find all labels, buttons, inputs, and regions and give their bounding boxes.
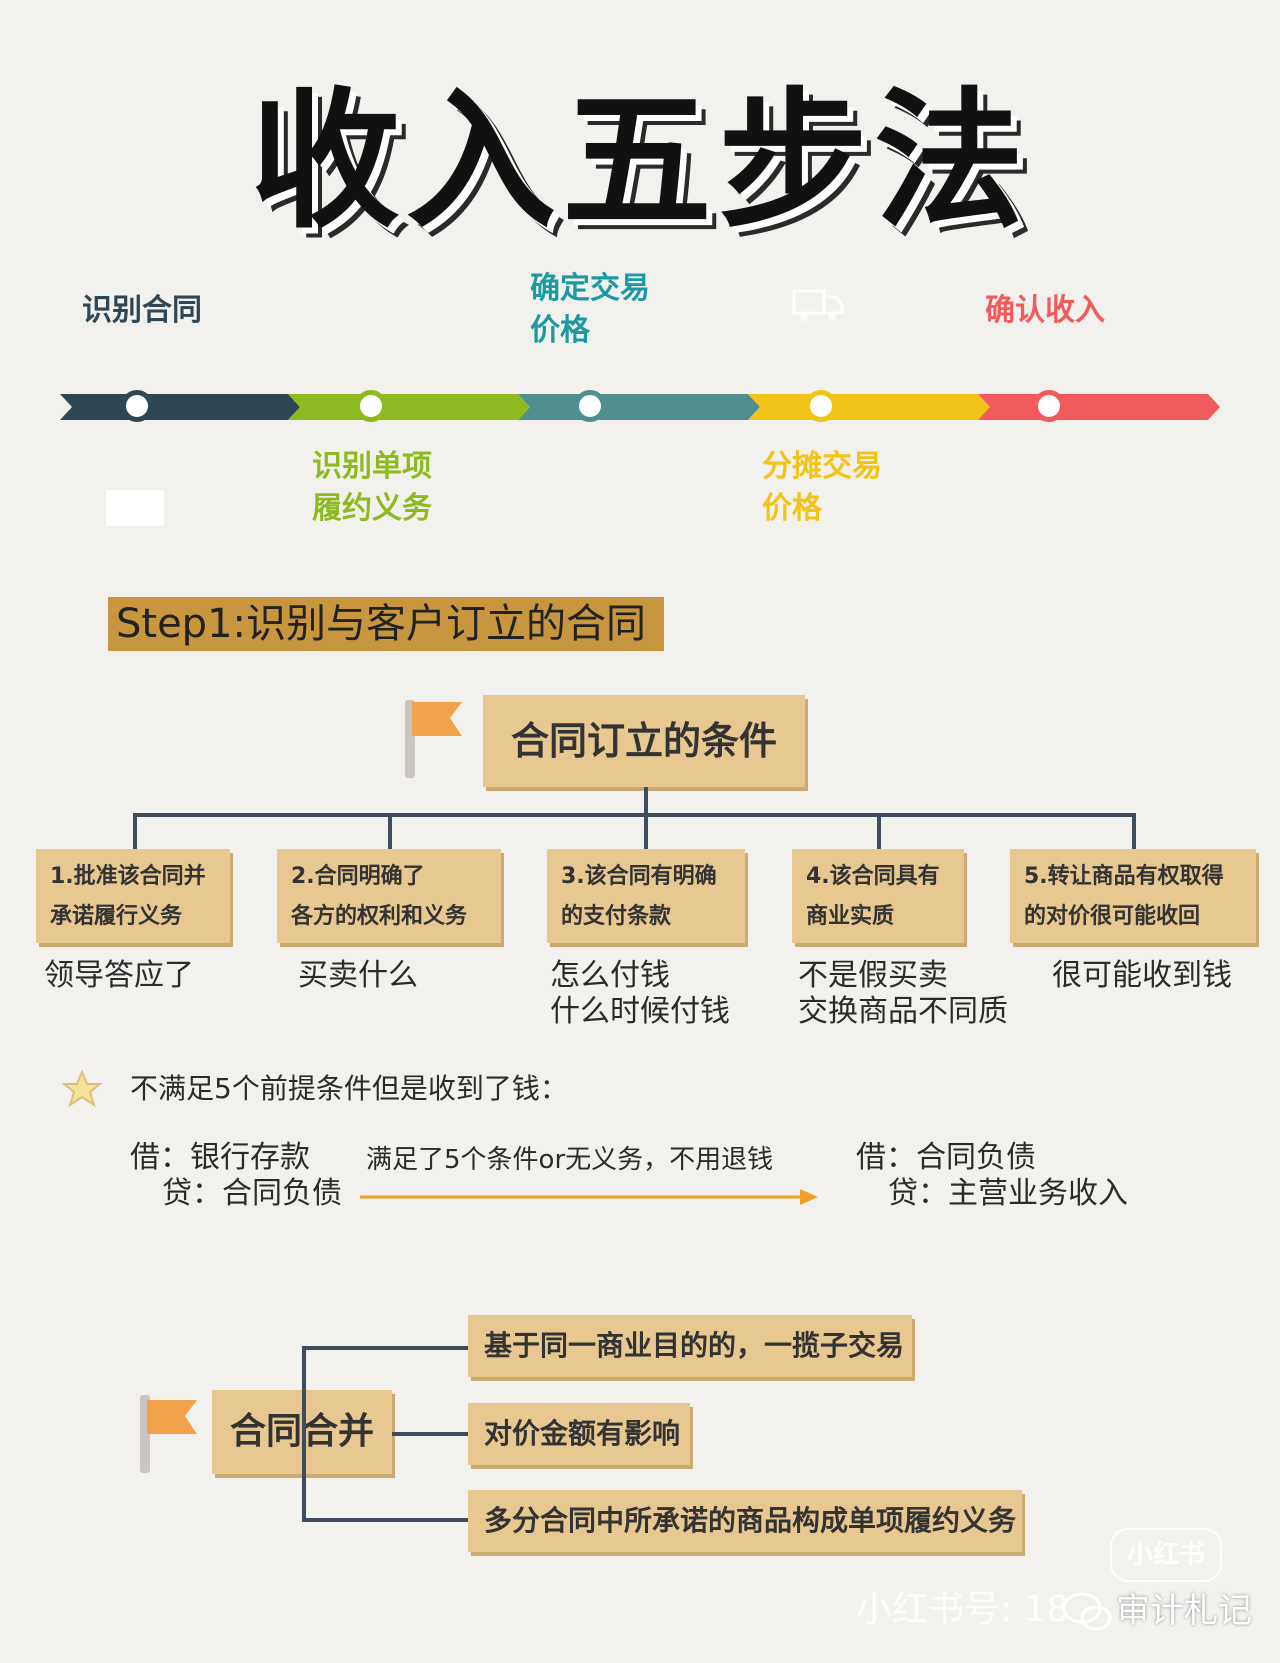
condition-note-2: 买卖什么 bbox=[298, 958, 418, 993]
condition-note-5: 很可能收到钱 bbox=[1052, 958, 1232, 993]
white-patch bbox=[106, 490, 164, 526]
condition-2-line1: 2.合同明确了 bbox=[291, 864, 425, 889]
condition-note-3: 怎么付钱 什么时候付钱 bbox=[550, 958, 730, 1029]
tree-branch-1 bbox=[133, 813, 137, 849]
timeline-node-1 bbox=[121, 390, 153, 422]
condition-3-line2: 的支付条款 bbox=[561, 904, 672, 929]
condition-box-4: 4.该合同具有 商业实质 bbox=[792, 849, 964, 943]
star-icon bbox=[62, 1070, 102, 1108]
condition-box-2: 2.合同明确了 各方的权利和义务 bbox=[277, 849, 501, 943]
tree-crossbar bbox=[133, 813, 1136, 817]
condition-note-4: 不是假买卖 交换商品不同质 bbox=[798, 958, 1008, 1029]
timeline-label-3: 确定交易 价格 bbox=[530, 271, 650, 348]
timeline-node-3 bbox=[574, 390, 606, 422]
condition-note-1: 领导答应了 bbox=[44, 958, 194, 993]
left-debit: 借：银行存款 bbox=[130, 1140, 310, 1175]
flag-icon bbox=[412, 702, 462, 736]
condition-4-line1: 4.该合同具有 bbox=[806, 864, 940, 889]
truck-icon bbox=[792, 289, 844, 321]
arrow-label: 满足了5个条件or无义务，不用退钱 bbox=[366, 1145, 774, 1175]
tree-branch-4 bbox=[877, 813, 881, 849]
condition-3-line1: 3.该合同有明确 bbox=[561, 864, 717, 889]
timeline-label-4: 分摊交易 价格 bbox=[762, 449, 882, 526]
watermark-footer-left: 小红书号: 18 bbox=[856, 1589, 1070, 1630]
left-credit: 贷：合同负债 bbox=[162, 1176, 342, 1211]
arrow-right-icon bbox=[360, 1189, 818, 1205]
timeline-label-5: 确认收入 bbox=[985, 293, 1105, 328]
tree-branch-5 bbox=[1132, 813, 1136, 849]
condition-1-line1: 1.批准该合同并 bbox=[50, 864, 206, 889]
tip-text: 不满足5个前提条件但是收到了钱： bbox=[130, 1072, 568, 1105]
tree-branch-2 bbox=[388, 813, 392, 849]
conditions-title: 合同订立的条件 bbox=[483, 695, 805, 787]
timeline-node-4 bbox=[805, 390, 837, 422]
condition-5-line1: 5.转让商品有权取得 bbox=[1024, 864, 1224, 889]
flag-pole bbox=[405, 700, 415, 778]
tree-trunk bbox=[644, 787, 648, 817]
timeline-node-2 bbox=[355, 390, 387, 422]
timeline-segment-2 bbox=[288, 394, 530, 420]
merge-flag-pole bbox=[140, 1395, 150, 1473]
merge-item-3: 多分合同中所承诺的商品构成单项履约义务 bbox=[468, 1490, 1022, 1552]
timeline-label-2: 识别单项 履约义务 bbox=[312, 449, 432, 526]
merge-flag-icon bbox=[147, 1400, 197, 1434]
merge-connector-top bbox=[302, 1346, 468, 1350]
timeline-segment-1 bbox=[60, 394, 300, 420]
right-credit: 贷：主营业务收入 bbox=[888, 1176, 1128, 1211]
timeline-segment-5 bbox=[978, 394, 1220, 420]
condition-box-5: 5.转让商品有权取得 的对价很可能收回 bbox=[1010, 849, 1256, 943]
tree-branch-3 bbox=[644, 813, 648, 849]
timeline-node-5 bbox=[1033, 390, 1065, 422]
page-title: 收入五步法 bbox=[249, 75, 1030, 249]
condition-5-line2: 的对价很可能收回 bbox=[1024, 904, 1201, 929]
timeline-label-1: 识别合同 bbox=[82, 293, 202, 328]
merge-connector-middle bbox=[392, 1432, 468, 1436]
merge-connector-bottom bbox=[302, 1518, 468, 1522]
condition-box-3: 3.该合同有明确 的支付条款 bbox=[547, 849, 745, 943]
merge-item-1: 基于同一商业目的的，一揽子交易 bbox=[468, 1315, 912, 1377]
merge-connector-vertical bbox=[302, 1346, 306, 1520]
condition-1-line2: 承诺履行义务 bbox=[50, 904, 183, 929]
step1-heading: Step1:识别与客户订立的合同 bbox=[108, 597, 664, 651]
wechat-icon bbox=[1062, 1592, 1112, 1631]
merge-item-2: 对价金额有影响 bbox=[468, 1403, 690, 1465]
right-debit: 借：合同负债 bbox=[856, 1140, 1036, 1175]
condition-2-line2: 各方的权利和义务 bbox=[291, 904, 468, 929]
condition-4-line2: 商业实质 bbox=[806, 904, 895, 929]
timeline-segment-4 bbox=[748, 394, 990, 420]
watermark-footer-right: 审计札记 bbox=[1116, 1591, 1252, 1631]
timeline-segment-3 bbox=[518, 394, 760, 420]
watermark-badge: 小红书 bbox=[1110, 1528, 1222, 1582]
condition-box-1: 1.批准该合同并 承诺履行义务 bbox=[36, 849, 230, 943]
